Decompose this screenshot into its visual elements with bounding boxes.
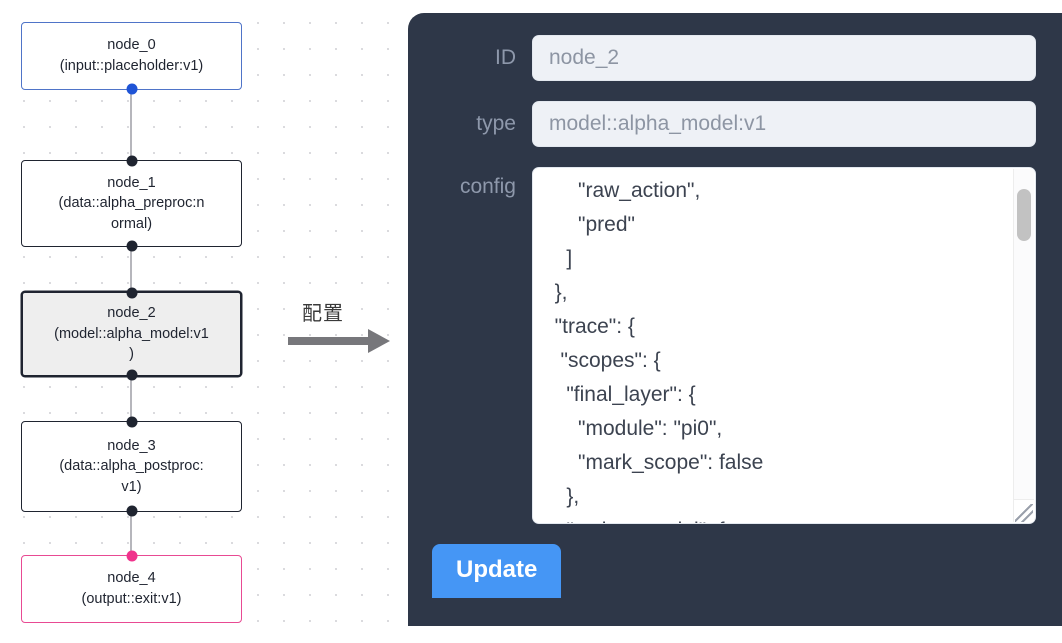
id-input[interactable]: node_2 bbox=[532, 35, 1036, 81]
edge-node2-node3 bbox=[130, 377, 132, 421]
update-button[interactable]: Update bbox=[432, 544, 562, 598]
type-field-label: type bbox=[476, 112, 516, 135]
flow-node-node_4-title: node_4 bbox=[107, 570, 156, 587]
resize-grip-icon[interactable] bbox=[1015, 504, 1033, 522]
flow-node-node_1-subtitle: (data::alpha_preproc:n ormal) bbox=[58, 195, 205, 232]
config-field-label: config bbox=[459, 175, 516, 198]
flow-node-node_0-source-handle[interactable] bbox=[126, 83, 137, 95]
edge-node0-node1 bbox=[130, 90, 132, 160]
flow-node-node_3-title: node_3 bbox=[107, 437, 156, 454]
flow-node-node_0[interactable]: node_0 (input::placeholder:v1) bbox=[21, 22, 242, 95]
flow-node-node_4[interactable]: node_4 (output::exit:v1) bbox=[21, 550, 242, 623]
flow-node-node_3-subtitle: (data::alpha_postproc: v1) bbox=[59, 458, 204, 495]
edge-node1-node2 bbox=[130, 247, 132, 291]
flow-node-node_2-target-handle[interactable] bbox=[126, 287, 137, 299]
flow-node-node_0-title: node_0 bbox=[107, 37, 156, 54]
id-field-label: ID bbox=[495, 46, 516, 69]
flow-node-node_4-target-handle[interactable] bbox=[126, 550, 137, 562]
flow-node-node_1-title: node_1 bbox=[107, 174, 156, 191]
flow-node-node_1-target-handle[interactable] bbox=[126, 155, 137, 167]
flow-node-node_2-title: node_2 bbox=[107, 305, 156, 322]
panel-actions: Update bbox=[408, 544, 1036, 598]
flow-node-node_2-subtitle: (model::alpha_model:v1 ) bbox=[54, 325, 209, 363]
annotation-label: 配置 bbox=[302, 301, 344, 325]
config-scrollbar-thumb[interactable] bbox=[1017, 189, 1031, 241]
arrow-right-icon bbox=[288, 337, 372, 345]
flow-node-node_3[interactable]: node_3 (data::alpha_postproc: v1) bbox=[21, 416, 242, 517]
field-row-type: type model::alpha_model:v1 bbox=[408, 101, 1036, 147]
config-textarea[interactable]: "raw_action", "pred" ] }, "trace": { "sc… bbox=[532, 167, 1036, 524]
node-inspector-panel: ID node_2 type model::alpha_model:v1 con… bbox=[408, 13, 1062, 626]
flow-node-node_2[interactable]: node_2 (model::alpha_model:v1 ) bbox=[21, 287, 242, 381]
flow-node-node_3-source-handle[interactable] bbox=[126, 505, 137, 517]
edge-node3-node4 bbox=[130, 512, 132, 555]
type-input[interactable]: model::alpha_model:v1 bbox=[532, 101, 1036, 147]
field-row-config: config "raw_action", "pred" ] }, "trace"… bbox=[408, 167, 1036, 524]
flow-node-node_0-subtitle: (input::placeholder:v1) bbox=[59, 58, 204, 74]
field-row-id: ID node_2 bbox=[408, 35, 1036, 81]
flow-node-node_3-target-handle[interactable] bbox=[126, 416, 137, 428]
config-scrollbar[interactable] bbox=[1013, 169, 1034, 522]
arrow-head-icon bbox=[368, 329, 390, 353]
flow-node-node_2-source-handle[interactable] bbox=[126, 369, 137, 381]
flow-node-node_1-source-handle[interactable] bbox=[126, 240, 137, 252]
flow-node-node_4-subtitle: (output::exit:v1) bbox=[81, 591, 182, 607]
annotation-group: 配置 bbox=[288, 297, 398, 367]
flow-node-node_1[interactable]: node_1 (data::alpha_preproc:n ormal) bbox=[21, 155, 242, 252]
config-textarea-content[interactable]: "raw_action", "pred" ] }, "trace": { "sc… bbox=[554, 179, 764, 523]
